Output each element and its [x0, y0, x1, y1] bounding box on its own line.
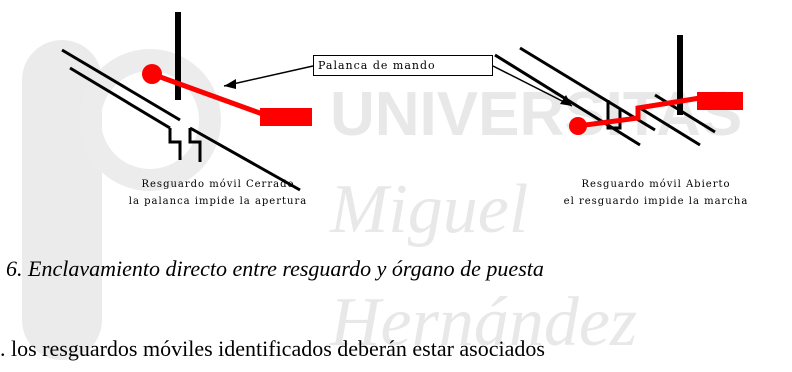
control-lever — [151, 71, 269, 119]
closed-guard-caption: Resguardo móvil Cerrado la palanca impid… — [68, 176, 368, 210]
open-lever-knob — [569, 117, 587, 135]
open-lever-block — [697, 92, 743, 110]
lever-callout-label: Palanca de mando — [313, 55, 493, 76]
lever-block — [260, 108, 312, 126]
open-guard-caption: Resguardo móvil Abierto el resguardo imp… — [520, 176, 792, 210]
lever-knob — [142, 64, 162, 84]
closed-guard-caption-line2: la palanca impide la apertura — [128, 196, 308, 207]
guard-notch-left — [168, 128, 182, 160]
open-guard-caption-line1: Resguardo móvil Abierto — [581, 179, 731, 190]
callout-arrow-left — [223, 65, 314, 87]
interlock-diagram — [61, 12, 743, 192]
open-guard-illustration — [494, 35, 743, 147]
closed-guard-illustration — [61, 12, 312, 192]
callout-arrowhead-left — [224, 79, 236, 89]
guard-line-upper — [61, 48, 181, 122]
open-guard-line-3 — [639, 106, 701, 147]
body-paragraph: . los resguardos móviles identificados d… — [0, 336, 545, 361]
open-guard-caption-line2: el resguardo impide la marcha — [563, 196, 749, 207]
open-guard-line-1 — [494, 53, 641, 147]
closed-guard-caption-line1: Resguardo móvil Cerrado — [141, 179, 295, 190]
guard-line-lower — [69, 66, 171, 130]
callout-arrow-right — [492, 65, 573, 107]
open-control-lever — [577, 95, 701, 129]
guard-line-tail — [189, 126, 301, 192]
figure-caption: 6. Enclavamiento directo entre resguardo… — [6, 256, 544, 281]
guard-notch-right — [188, 128, 202, 162]
